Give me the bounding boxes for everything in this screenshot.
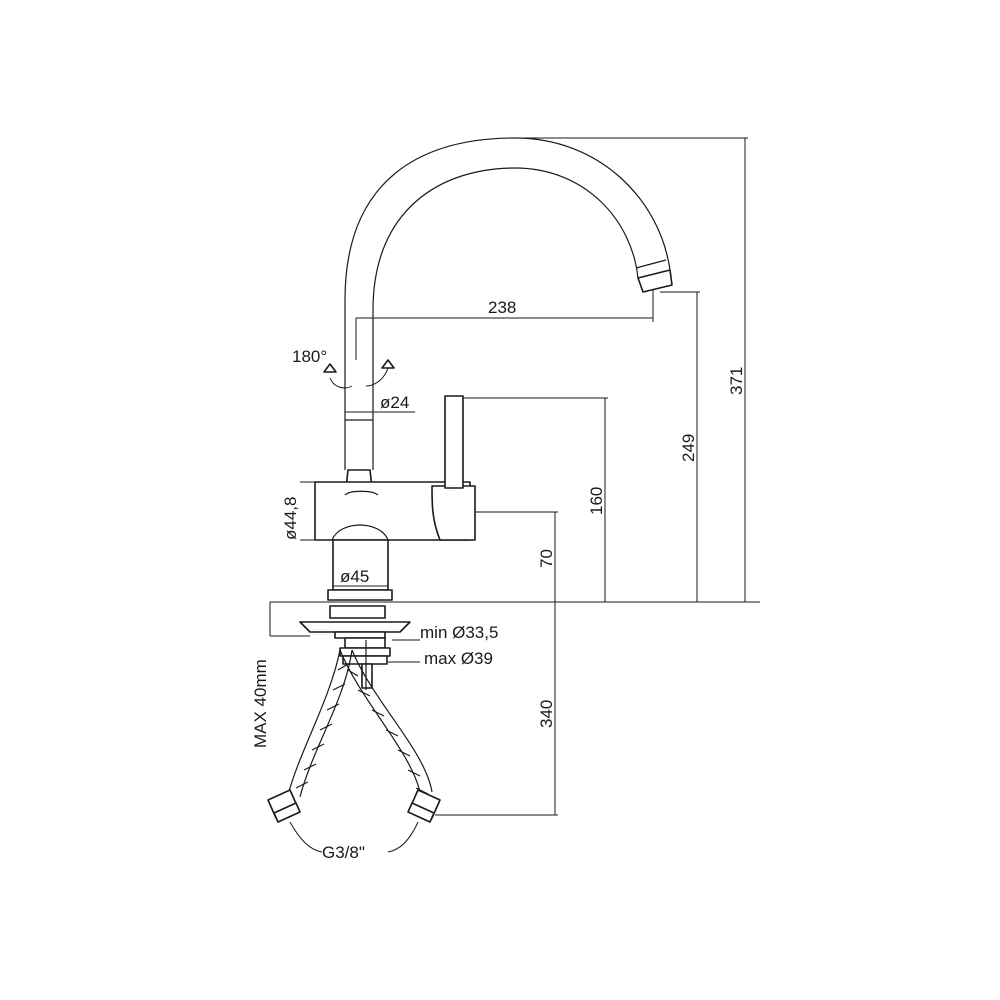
spout-aerator	[637, 269, 673, 293]
body-height-label: 70	[537, 549, 556, 568]
lever-handle	[444, 395, 464, 489]
spout-reach-label: 238	[488, 298, 516, 317]
hole-max-label: max Ø39	[424, 649, 493, 668]
total-height-label: 371	[727, 367, 746, 395]
supply-hoses	[267, 649, 441, 823]
dimension-lines	[269, 137, 748, 853]
body-diameter-label: ø44,8	[281, 497, 300, 540]
hose-length-label: 340	[537, 700, 556, 728]
base-diameter-label: ø45	[340, 567, 369, 586]
hole-min-label: min Ø33,5	[420, 623, 498, 642]
lever-base	[431, 485, 476, 541]
connection-label: G3/8"	[322, 843, 365, 862]
mounting-assembly	[270, 601, 760, 690]
spout-height-label: 249	[679, 434, 698, 462]
lever-height-label: 160	[587, 487, 606, 515]
rotation-label: 180°	[292, 347, 327, 366]
spout	[344, 137, 673, 470]
spout-diameter-label: ø24	[380, 393, 409, 412]
faucet-body	[314, 395, 476, 601]
max-thickness-label: MAX 40mm	[251, 659, 270, 748]
